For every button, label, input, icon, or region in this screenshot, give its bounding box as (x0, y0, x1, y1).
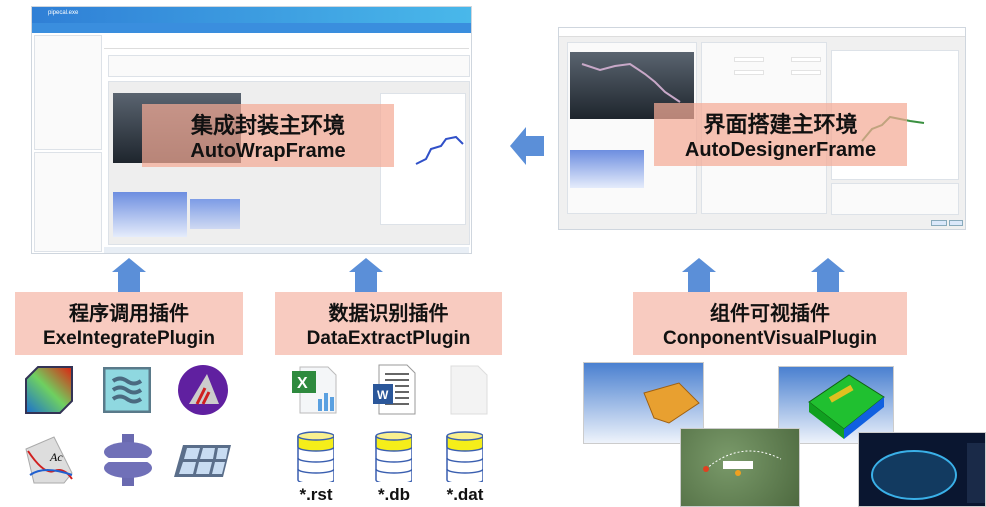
geometry-preview (113, 192, 187, 237)
up-arrow-stem (688, 272, 710, 292)
thermal-box-view-image (778, 366, 894, 444)
section-preview (190, 199, 240, 229)
ok-button[interactable] (931, 220, 947, 226)
excel-file-icon: X (292, 366, 337, 414)
field[interactable] (734, 57, 764, 62)
toolbar (104, 35, 469, 49)
window-title: pipecal.exe (48, 10, 79, 16)
flange-component-icon (103, 434, 153, 486)
field[interactable] (734, 70, 764, 75)
chart-ac-icon: Ac (25, 436, 73, 484)
plugin-cn-label: 数据识别插件 (328, 301, 449, 325)
up-arrow-icon (811, 258, 845, 272)
menu-bar (32, 23, 471, 33)
plugin-cn-label: 组件可视插件 (710, 301, 830, 325)
cancel-button[interactable] (949, 220, 963, 226)
autodesignerframe-cn-label: 界面搭建主环境 (703, 113, 858, 138)
database-icon (446, 431, 483, 482)
geometry-preview (570, 150, 644, 188)
blank-file-icon (450, 365, 488, 415)
up-arrow-icon (349, 258, 383, 272)
up-arrow-stem (817, 272, 839, 292)
tree-panel (34, 35, 102, 150)
plugin-en-label: ExeIntegratePlugin (42, 328, 216, 349)
ansys-style-icon (178, 365, 228, 415)
contour-cube-icon (25, 366, 73, 414)
field[interactable] (791, 57, 821, 62)
property-panel (34, 152, 102, 252)
exe-integrate-plugin-label: 程序调用插件 ExeIntegratePlugin (15, 292, 243, 355)
output-panel (831, 183, 959, 215)
plugin-cn-label: 程序调用插件 (69, 301, 189, 325)
autodesignerframe-en-label: AutoDesignerFrame (684, 139, 877, 161)
data-file-label: *.dat (446, 485, 484, 504)
grid-panel-icon (174, 445, 231, 477)
plugin-en-label: ConponentVisualPlugin (663, 328, 877, 349)
dialog-title-bar (559, 28, 965, 37)
fluid-waves-icon (103, 367, 151, 413)
database-icon (297, 431, 334, 482)
up-arrow-stem (355, 272, 377, 292)
file-panel (108, 55, 470, 77)
database-icon (375, 431, 412, 482)
up-arrow-icon (112, 258, 146, 272)
dashboard-ui-image (858, 432, 986, 507)
satellite-map-image (680, 428, 800, 507)
data-extract-plugin-label: 数据识别插件 DataExtractPlugin (275, 292, 502, 355)
component-visual-plugin-label: 组件可视插件 ConponentVisualPlugin (633, 292, 907, 355)
window-title-bar: pipecal.exe (32, 7, 471, 23)
svg-text:X: X (297, 375, 308, 392)
svg-text:W: W (377, 388, 389, 402)
svg-text:Ac: Ac (49, 450, 63, 464)
data-file-label: *.rst (299, 485, 333, 504)
autodesignerframe-label: 界面搭建主环境 AutoDesignerFrame (654, 103, 907, 166)
up-arrow-stem (118, 272, 140, 292)
up-arrow-icon (682, 258, 716, 272)
plugin-en-label: DataExtractPlugin (306, 328, 471, 349)
data-file-label: *.db (377, 485, 411, 504)
word-file-icon: W (373, 364, 416, 415)
bottom-tabs (104, 247, 469, 253)
field[interactable] (791, 70, 821, 75)
autowrapframe-label: 集成封装主环境 AutoWrapFrame (142, 104, 394, 167)
autowrapframe-en-label: AutoWrapFrame (190, 140, 346, 162)
autowrapframe-cn-label: 集成封装主环境 (190, 114, 345, 139)
left-arrow-icon (510, 127, 544, 165)
curve-plot (415, 135, 464, 165)
